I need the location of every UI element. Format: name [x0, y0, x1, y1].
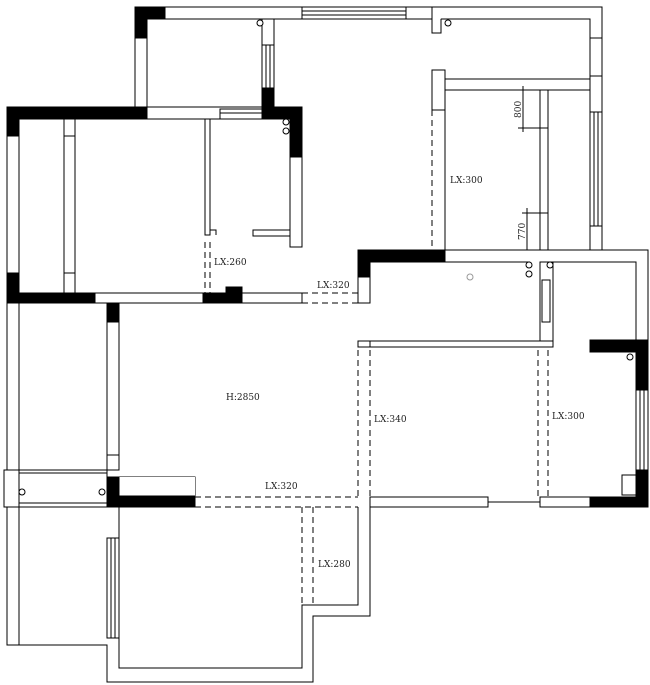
window-left-room [261, 44, 275, 89]
dimension-800: 800 [514, 100, 524, 118]
dimension-770: 770 [518, 222, 528, 240]
opening-label-lx260: LX:260 [214, 258, 247, 268]
opening-label-lx320-top: LX:320 [317, 281, 350, 291]
opening-label-lx340: LX:340 [374, 415, 407, 425]
opening-label-lx300-right: LX:300 [552, 412, 585, 422]
walls-left-bedroom [6, 106, 303, 304]
opening-label-lx280: LX:280 [318, 560, 351, 570]
opening-label-lx320-bottom: LX:320 [265, 482, 298, 492]
window-right [589, 111, 603, 227]
walls-bottom [3, 302, 371, 683]
ceiling-height-label: H:2850 [226, 393, 260, 403]
opening-label-lx300-top: LX:300 [450, 176, 483, 186]
walls-right [369, 339, 649, 508]
walls-middle [242, 249, 649, 507]
window-top [301, 6, 407, 20]
balcony-rail [3, 469, 108, 508]
